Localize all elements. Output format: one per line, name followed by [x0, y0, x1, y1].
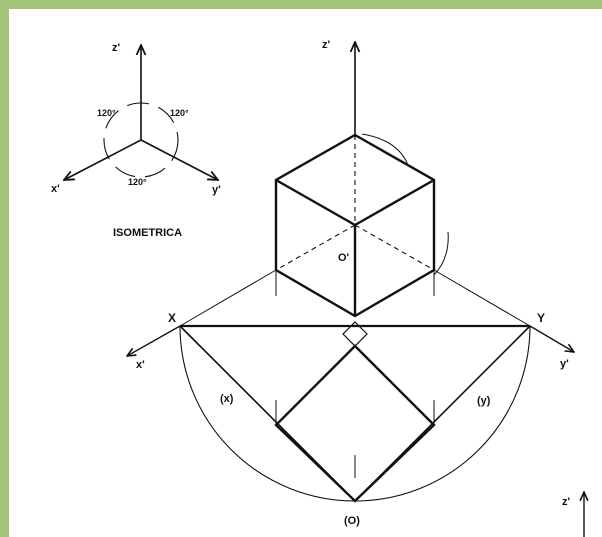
angle-label-top-left: 120°: [97, 108, 116, 118]
small-y-label: y': [212, 184, 221, 196]
angle-label-bottom: 120°: [128, 177, 147, 187]
proj-line-left: [179, 269, 277, 327]
small-x-label: x': [51, 183, 60, 195]
drawing-sheet: z' x' y' 120° 120° 120° ISOMETRICA z' O'…: [9, 9, 602, 537]
corner-z-label: z': [562, 496, 571, 508]
main-y-axis: [529, 325, 574, 352]
X-label: X: [168, 311, 176, 325]
small-angle-circle: [103, 102, 179, 178]
angle-label-top-right: 120°: [170, 108, 189, 118]
x-paren-label: (x): [220, 393, 234, 405]
arc-top-right: [361, 133, 409, 166]
cube-edge-left: [275, 178, 356, 227]
main-x-axis: [127, 325, 181, 356]
y-paren-label: (y): [477, 395, 491, 407]
small-y-axis: [140, 139, 218, 180]
origin-label: O': [338, 252, 350, 264]
isometric-diagram: z' x' y' 120° 120° 120° ISOMETRICA z' O'…: [51, 39, 602, 537]
isometrica-caption: ISOMETRICA: [113, 227, 182, 239]
main-y-axis-label: y': [560, 358, 569, 370]
main-z-label: z': [322, 39, 331, 51]
cube-edge-right: [354, 178, 435, 227]
proj-line-right: [433, 269, 531, 327]
small-x-axis: [64, 139, 142, 180]
arc-right-side: [433, 231, 449, 276]
o-paren-label: (O): [344, 515, 360, 527]
cube-hidden-edge-y: [354, 224, 435, 271]
Y-label: Y: [537, 311, 545, 325]
cube-hidden-edge-x: [275, 224, 356, 271]
rabatted-square: [274, 344, 436, 503]
small-axes-group: z' x' y' 120° 120° 120° ISOMETRICA: [51, 42, 221, 239]
isometric-cube: O': [274, 133, 449, 318]
main-x-axis-label: x': [136, 359, 145, 371]
small-z-label: z': [112, 42, 121, 54]
